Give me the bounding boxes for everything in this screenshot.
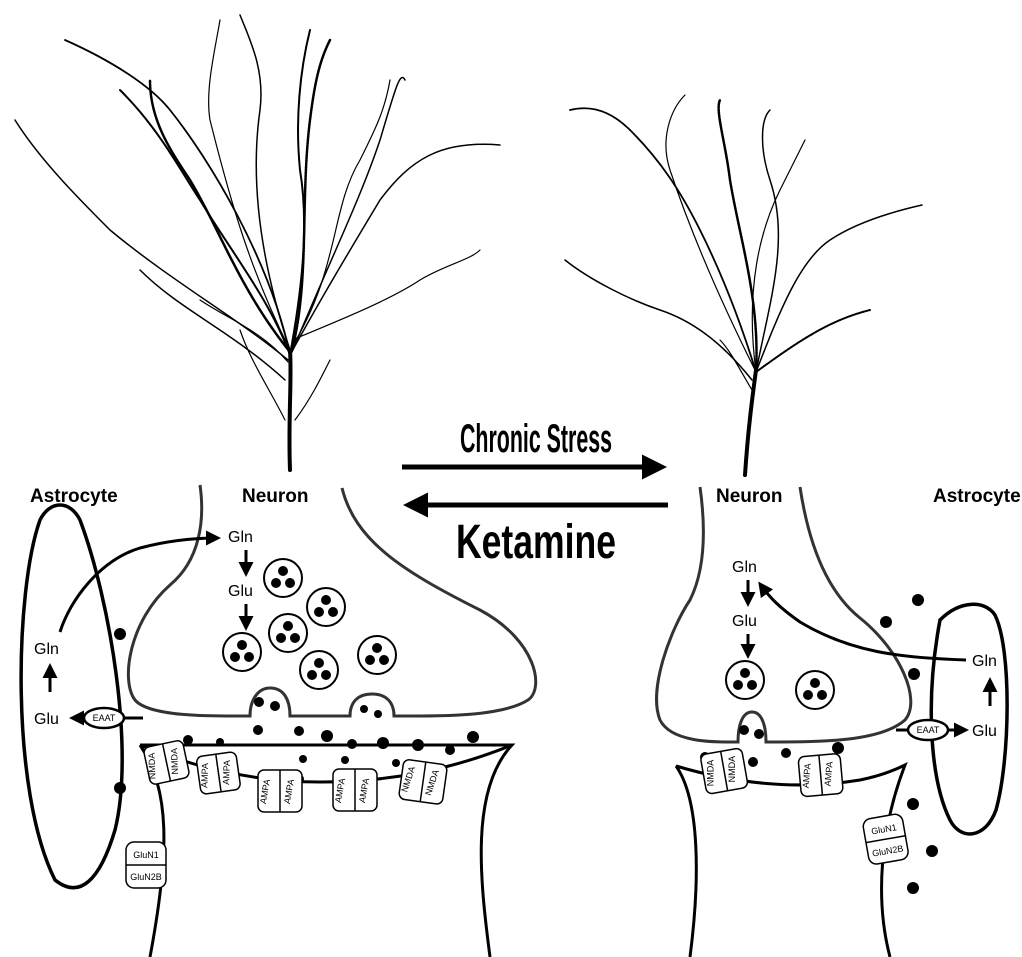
left-vesicle [223,633,261,671]
right-presynaptic-terminal [657,487,911,742]
dendrite-tree-atrophied [565,95,922,475]
right-synapse: Neuron Astrocyte NMDA NMDA [657,486,1021,957]
right-astro-gln: Gln [972,653,997,670]
left-astrocyte [21,505,122,888]
right-vesicle [726,661,764,699]
svg-text:AMPA: AMPA [221,760,232,785]
left-astro-glu: Glu [34,711,59,728]
svg-text:GluN1: GluN1 [133,850,159,860]
left-astrocyte-label: Astrocyte [30,486,118,507]
svg-text:NMDA: NMDA [705,760,715,787]
right-astro-glu: Glu [972,723,997,740]
stress-ketamine-arrows: Chronic Stress Ketamine [402,417,668,569]
right-astrocyte-label: Astrocyte [933,486,1021,507]
left-eaat-transporter: EAAT [72,708,143,728]
svg-text:GluN2B: GluN2B [130,872,162,882]
right-neuron-glu: Glu [732,613,757,630]
left-neuron-label: Neuron [242,486,309,507]
right-astrocyte [931,604,1007,834]
left-astro-gln: Gln [34,641,59,658]
svg-text:AMPA: AMPA [199,763,210,788]
ketamine-label: Ketamine [456,516,616,569]
svg-text:NMDA: NMDA [169,748,180,775]
right-neuron-gln: Gln [732,559,757,576]
dendrite-tree-healthy [15,15,500,470]
left-neuron-glu: Glu [228,583,253,600]
svg-text:NMDA: NMDA [147,753,158,780]
svg-text:NMDA: NMDA [727,756,737,783]
left-vesicle [307,588,345,626]
left-glun-receptor: GluN1 GluN2B [126,842,166,888]
right-eaat-transporter: EAAT [896,720,966,740]
left-vesicle [264,559,302,597]
left-vesicle [358,636,396,674]
right-neuron-label: Neuron [716,486,783,507]
right-glun-receptor: GluN1 GluN2B [862,813,909,865]
left-postsynaptic-dendrite [140,745,512,957]
svg-text:EAAT: EAAT [917,725,940,735]
left-neuron-gln: Gln [228,529,253,546]
svg-text:EAAT: EAAT [93,713,116,723]
right-receptors: NMDA NMDA AMPA AMPA GluN1 GluN2B [700,748,910,866]
chronic-stress-label: Chronic Stress [460,417,612,461]
left-vesicle [300,651,338,689]
left-vesicle [269,614,307,652]
right-vesicle [796,671,834,709]
